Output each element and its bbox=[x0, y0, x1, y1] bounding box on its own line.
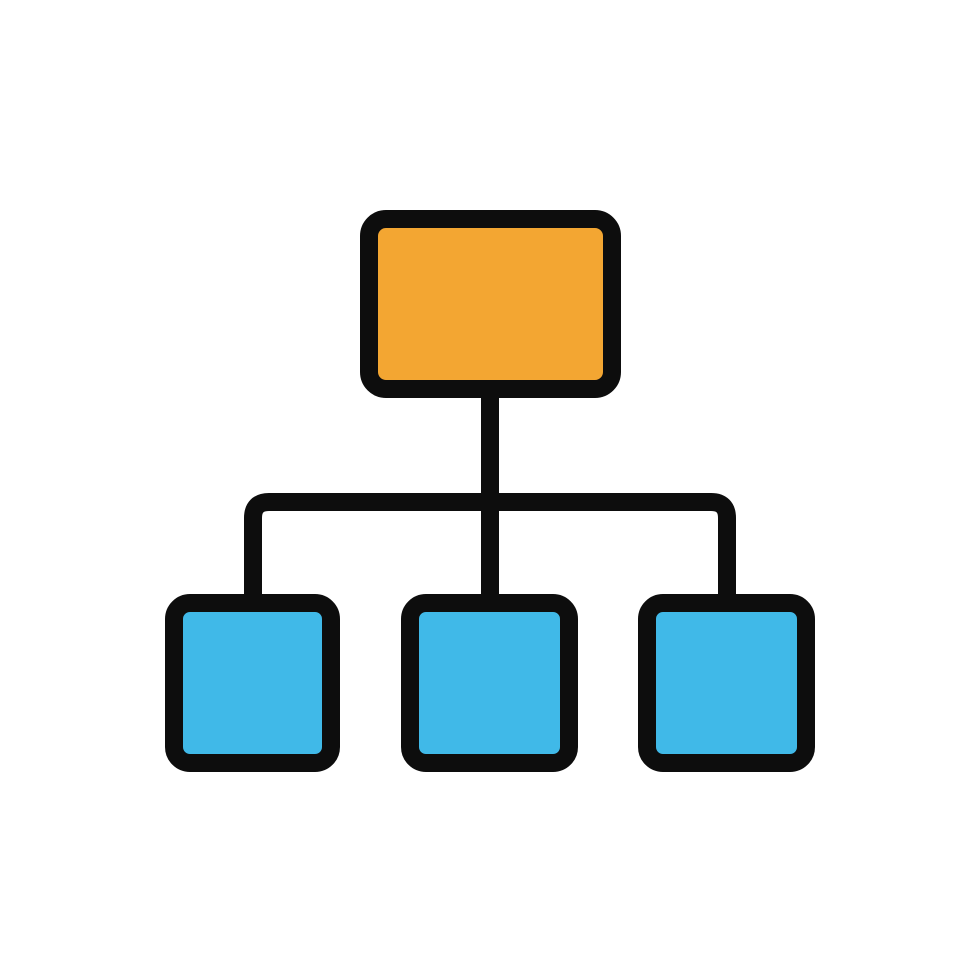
child-node-center bbox=[401, 594, 578, 772]
connector-lines bbox=[244, 381, 736, 612]
child-node-right bbox=[638, 594, 815, 772]
child-node-left bbox=[165, 594, 340, 772]
parent-node bbox=[360, 210, 621, 398]
branch-connector bbox=[244, 493, 736, 612]
